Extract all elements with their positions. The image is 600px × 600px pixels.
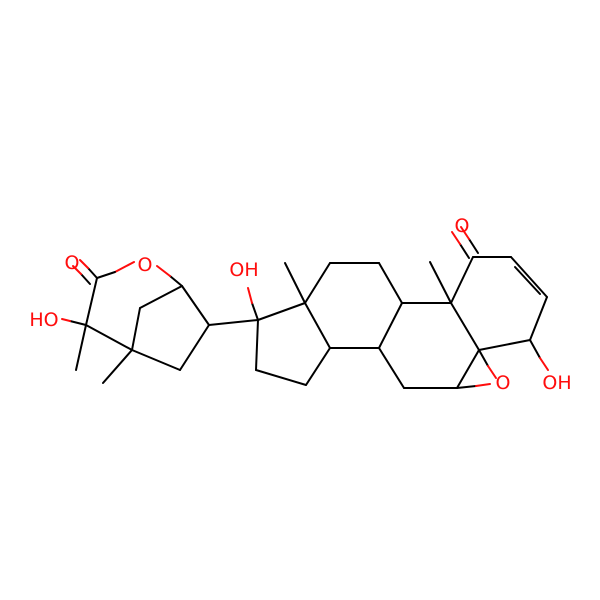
- ketone-oxygen-label: O: [455, 215, 470, 237]
- cyclopentane-bonds: [247, 287, 331, 386]
- hydroxyl-right-label: OH: [542, 372, 571, 394]
- hydroxyl-mid-label: OH: [229, 259, 258, 281]
- epoxide-bonds: [456, 349, 497, 389]
- bicyclic-lactone-bonds: [61, 259, 259, 384]
- enone-ring-bonds: [429, 226, 549, 371]
- hydroxyl-left-label: HO: [29, 309, 58, 331]
- epoxide-oxygen-label: O: [496, 372, 511, 394]
- lactone-carbonyl-oxygen-label: O: [65, 252, 80, 274]
- bridge-oxygen-label: O: [138, 254, 153, 276]
- central-rings-bonds: [284, 262, 458, 389]
